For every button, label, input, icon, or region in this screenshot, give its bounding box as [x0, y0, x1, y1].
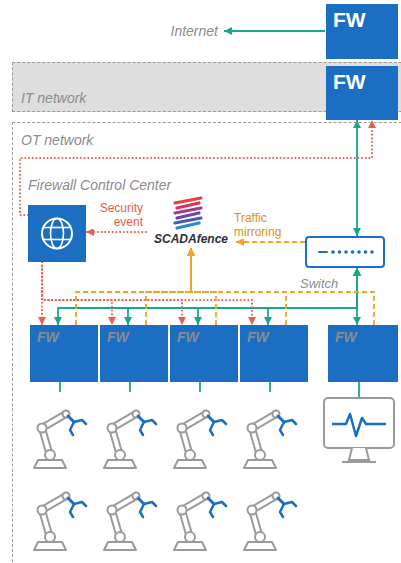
monitor-foot [342, 461, 376, 463]
firewall-box: FW [328, 325, 398, 382]
logo-text: SCADAfence [146, 232, 236, 246]
globe-outline [42, 219, 72, 249]
switch-bar [319, 251, 327, 253]
zone-label: IT network [21, 90, 86, 106]
robot-link [199, 382, 201, 392]
monitor-icon [324, 398, 394, 462]
zone-label: OT network [21, 132, 401, 148]
robot-arm-icon [104, 493, 156, 551]
monitor-screen [324, 398, 394, 448]
switch-port [344, 250, 348, 254]
network-connector [356, 120, 358, 236]
robots [34, 411, 296, 551]
scadafence-logo: SCADAfence [146, 194, 236, 248]
network-connector [356, 268, 358, 325]
switch-box: Switch [305, 236, 385, 268]
switch-port [370, 250, 374, 254]
switch-port [351, 250, 355, 254]
logo-stripe [177, 203, 199, 208]
firewall-label: FW [326, 66, 398, 94]
robot-links [60, 382, 359, 398]
firewall-label: FW [100, 325, 168, 345]
flow-label: Traffic mirroring [234, 211, 302, 239]
firewall-box: FW [326, 66, 398, 120]
firewall-label: FW [30, 325, 98, 345]
network-connector [236, 241, 305, 243]
robot-arm-icon [34, 493, 86, 551]
robot-arm-icon [104, 411, 156, 469]
globe-icon [28, 205, 86, 262]
network-connector [41, 262, 43, 325]
network-connector [42, 262, 112, 325]
firewall-label: FW [170, 325, 238, 345]
firewall-label: FW [240, 325, 308, 345]
robot-arm-icon [244, 493, 296, 551]
network-connector [268, 268, 357, 325]
network-connector [86, 231, 146, 233]
logo-stripe [177, 223, 199, 228]
firewall-box: FW [100, 325, 168, 382]
network-connector [128, 268, 357, 325]
network-connector [146, 248, 191, 325]
robot-arm-icon [34, 411, 86, 469]
monitor-stand [349, 448, 369, 460]
robot-link [129, 382, 131, 392]
firewall-box: FW [170, 325, 238, 382]
robot-arm-icon [244, 411, 296, 469]
connectors [20, 120, 374, 325]
network-zone: OT networkFirewall Control CenterSCADAfe… [12, 122, 401, 563]
network-label: Internet [171, 23, 218, 39]
control-center-box: Firewall Control Center [28, 205, 86, 262]
globe-parallel [43, 239, 70, 241]
network-connector [191, 248, 286, 325]
switch-port [357, 250, 361, 254]
internet-arrow [224, 30, 325, 32]
network-connector [198, 268, 357, 325]
heartbeat-line [332, 414, 386, 436]
network-connector [76, 248, 191, 325]
switch-port [331, 250, 335, 254]
robot-link [269, 382, 271, 392]
robot-arm-icon [174, 493, 226, 551]
globe-meridian [51, 219, 64, 249]
firewall-box: FW [326, 4, 398, 59]
robot-link [59, 382, 61, 392]
monitor-link [358, 382, 360, 398]
firewall-box: FW [30, 325, 98, 382]
network-connector [191, 248, 216, 325]
switch-port [338, 250, 342, 254]
network-connector [58, 268, 357, 325]
switch-port [364, 250, 368, 254]
firewall-label: FW [326, 4, 398, 32]
node-heading: Firewall Control Center [28, 177, 86, 193]
robot-arm-icon [174, 411, 226, 469]
switch-label: Switch [300, 276, 338, 291]
globe-parallel [43, 227, 70, 229]
firewall-box: FW [240, 325, 308, 382]
network-connector [42, 262, 252, 325]
firewall-label: FW [328, 325, 398, 345]
network-connector [42, 262, 182, 325]
logo-stripe [177, 213, 199, 218]
logo-mark [146, 194, 230, 230]
switch-ports [307, 238, 383, 266]
flow-label: Security event [87, 201, 143, 229]
